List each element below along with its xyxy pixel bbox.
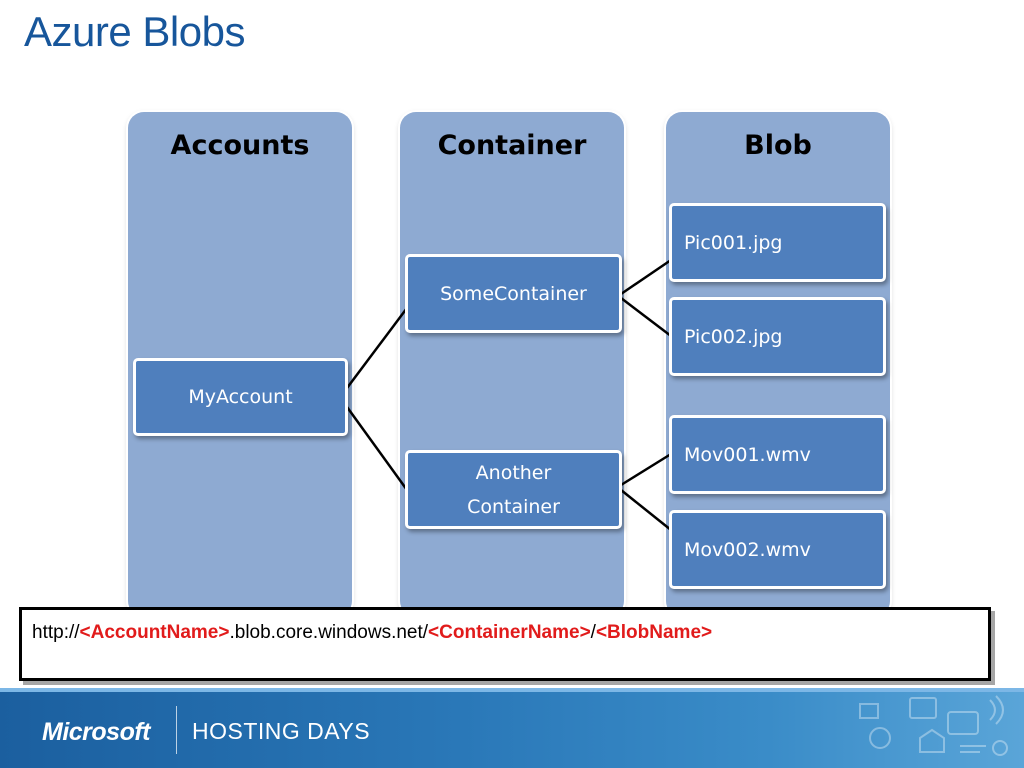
container-column-header: Container	[437, 130, 587, 161]
container-node-another: Another Container	[405, 450, 622, 529]
url-domain: .blob.core.windows.net/	[229, 622, 429, 643]
connector-account-anothercontainer	[345, 406, 409, 491]
footer-separator	[176, 706, 177, 754]
url-prefix: http://	[32, 622, 80, 643]
container-column: Container	[400, 112, 624, 617]
container-node-some-label: SomeContainer	[440, 282, 587, 305]
blob-column-header: Blob	[744, 130, 812, 161]
footer-banner: Microsoft HOSTING DAYS	[0, 688, 1024, 768]
connector-anothercontainer-mov002	[620, 489, 672, 531]
event-name: HOSTING DAYS	[192, 718, 371, 744]
container-node-some: SomeContainer	[405, 254, 622, 333]
url-blob-placeholder: <BlobName>	[595, 622, 713, 643]
url-pattern-box: http://<AccountName>.blob.core.windows.n…	[19, 607, 991, 681]
connector-somecontainer-pic002	[620, 297, 672, 337]
connector-account-somecontainer	[346, 307, 408, 389]
blob-node-mov002: Mov002.wmv	[669, 510, 886, 589]
blob-node-pic002-label: Pic002.jpg	[684, 326, 783, 348]
url-slash: /	[590, 622, 596, 643]
account-node-label: MyAccount	[188, 386, 293, 408]
microsoft-logo: Microsoft	[42, 718, 151, 746]
blob-node-pic001-label: Pic001.jpg	[684, 232, 783, 254]
footer-decoration-icons	[859, 695, 1008, 756]
blob-node-mov001-label: Mov001.wmv	[684, 444, 811, 466]
footer-stripe	[0, 688, 1024, 692]
container-node-another-line2: Container	[467, 495, 560, 518]
container-node-another-line1: Another	[475, 461, 552, 484]
blob-node-pic001: Pic001.jpg	[669, 203, 886, 282]
blob-node-mov002-label: Mov002.wmv	[684, 539, 811, 561]
connector-somecontainer-pic001	[620, 258, 672, 296]
blob-node-pic002: Pic002.jpg	[669, 297, 886, 376]
blob-node-mov001: Mov001.wmv	[669, 415, 886, 494]
url-account-placeholder: <AccountName>	[79, 622, 230, 643]
slide-title: Azure Blobs	[24, 8, 245, 55]
url-container-placeholder: <ContainerName>	[428, 622, 591, 643]
account-node: MyAccount	[133, 358, 348, 436]
connector-anothercontainer-mov001	[620, 452, 672, 487]
accounts-column-header: Accounts	[170, 130, 310, 161]
